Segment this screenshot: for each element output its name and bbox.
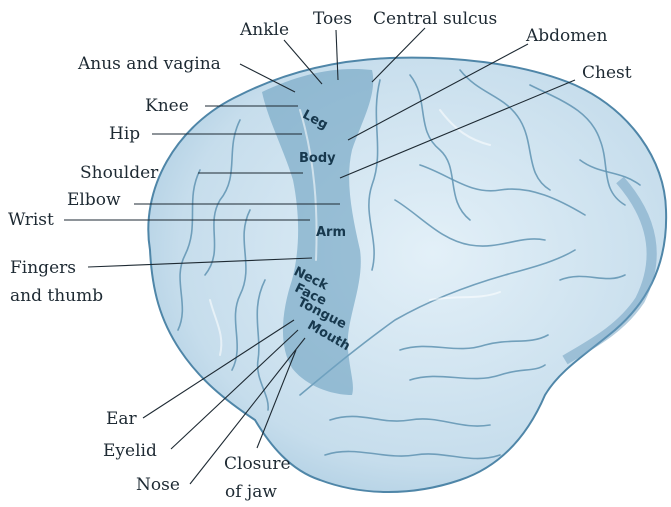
label-and-thumb: and thumb	[10, 286, 103, 306]
label-abdomen: Abdomen	[525, 26, 607, 46]
label-chest: Chest	[582, 63, 632, 83]
label-wrist: Wrist	[8, 210, 54, 230]
label-of-jaw: of jaw	[225, 482, 277, 502]
label-eyelid: Eyelid	[103, 441, 157, 461]
label-ankle: Ankle	[239, 20, 289, 40]
label-ear: Ear	[106, 409, 138, 429]
region-arm: Arm	[316, 225, 346, 240]
label-anus-and-vagina: Anus and vagina	[77, 54, 221, 74]
label-nose: Nose	[136, 475, 180, 495]
label-central-sulcus: Central sulcus	[373, 9, 497, 29]
label-elbow: Elbow	[67, 190, 121, 210]
brain-outline	[148, 58, 666, 492]
label-hip: Hip	[109, 124, 140, 144]
label-shoulder: Shoulder	[80, 163, 159, 183]
region-body: Body	[299, 151, 336, 166]
label-knee: Knee	[145, 96, 189, 116]
label-toes: Toes	[313, 9, 352, 29]
label-closure: Closure	[224, 454, 291, 474]
label-fingers: Fingers	[10, 258, 76, 278]
